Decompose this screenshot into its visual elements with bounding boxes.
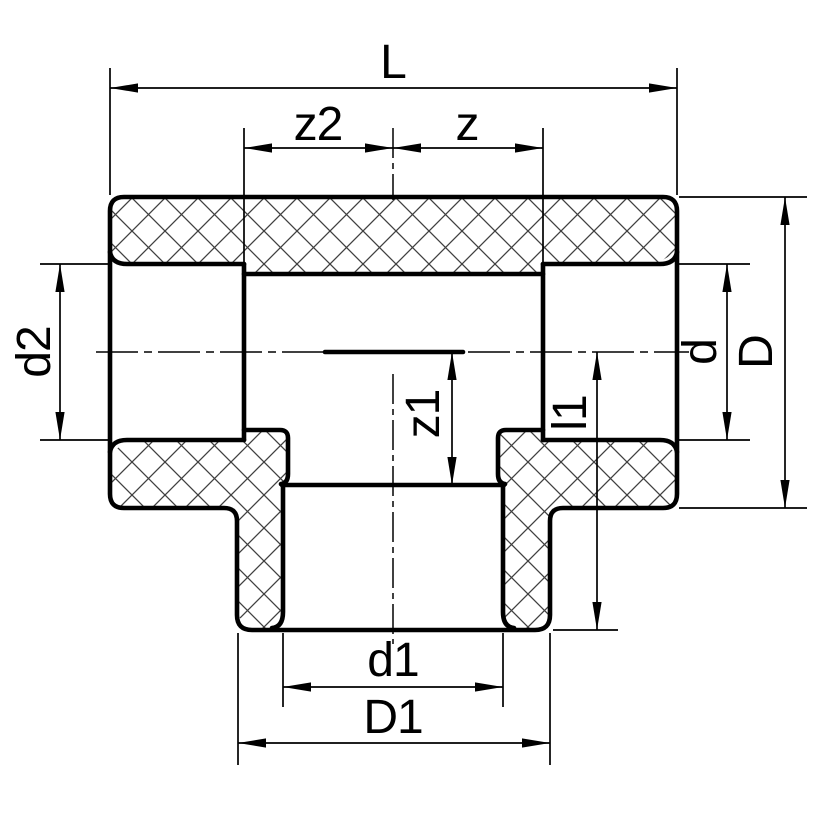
dim-d-arrow-top xyxy=(722,264,732,292)
dim-z-arrow-right xyxy=(515,143,543,153)
dim-d2: d2 xyxy=(8,263,108,441)
dim-z2-arrow-right xyxy=(365,143,393,153)
dim-d1-arrow-left xyxy=(283,682,311,692)
hatch-top-wall xyxy=(112,199,675,272)
channel-bottom-left-and-branch-wall xyxy=(241,427,291,487)
dim-label-z2: z2 xyxy=(294,98,343,151)
left-socket-bore-bottom-edge xyxy=(107,437,247,455)
dim-D-arrow-top xyxy=(780,197,790,225)
dim-l1: l1 xyxy=(544,352,618,631)
dim-d-arrow-bottom xyxy=(722,412,732,440)
dim-z2-arrow-left xyxy=(244,143,272,153)
dim-L: L xyxy=(109,36,678,195)
dim-label-D1: D1 xyxy=(363,691,422,744)
dim-D1-arrow-left xyxy=(238,738,266,748)
centerlines xyxy=(96,128,689,644)
dim-label-d1: d1 xyxy=(367,634,418,687)
dim-label-z1: z1 xyxy=(397,390,450,439)
dim-label-l1: l1 xyxy=(544,395,597,430)
dim-z1: z1 xyxy=(397,352,457,485)
branch-socket-bore-right-wall xyxy=(500,483,517,631)
channel-bottom-right-and-branch-wall xyxy=(495,427,546,487)
dim-D-arrow-bottom xyxy=(780,480,790,508)
dim-d2-arrow-bottom xyxy=(55,412,65,440)
dim-label-d: d xyxy=(674,339,727,365)
dim-z2-z: z2 z xyxy=(243,98,544,262)
dim-l1-arrow-top xyxy=(592,352,602,380)
hatch-right-bottom-wall xyxy=(499,429,675,629)
dim-D: D xyxy=(679,196,807,509)
dim-z-arrow-left xyxy=(393,143,421,153)
dim-L-arrow-right xyxy=(649,83,677,93)
dim-d1: d1 xyxy=(282,633,504,707)
dim-label-D: D xyxy=(730,335,783,369)
right-socket-bore-top-edge xyxy=(540,249,680,267)
dim-L-arrow-left xyxy=(110,83,138,93)
dim-label-L: L xyxy=(380,36,406,89)
outer-profile xyxy=(107,194,680,633)
left-socket-bore-top-edge xyxy=(107,249,247,267)
dim-d2-arrow-top xyxy=(55,264,65,292)
crosshatch-walls xyxy=(112,199,675,629)
dim-D1-arrow-right xyxy=(522,738,550,748)
dim-label-z: z xyxy=(456,98,479,151)
dim-d: d xyxy=(674,263,750,441)
dim-label-d2: d2 xyxy=(8,326,61,377)
dim-D1: D1 xyxy=(237,633,551,765)
dim-z1-arrow-bottom xyxy=(447,457,457,485)
dim-l1-arrow-bottom xyxy=(592,602,602,630)
dim-d1-arrow-right xyxy=(475,682,503,692)
branch-socket-bore-left-wall xyxy=(269,483,286,631)
hatch-left-bottom-wall xyxy=(112,429,287,629)
right-socket-bore-bottom-edge xyxy=(540,437,680,455)
dim-z1-arrow-top xyxy=(447,352,457,380)
